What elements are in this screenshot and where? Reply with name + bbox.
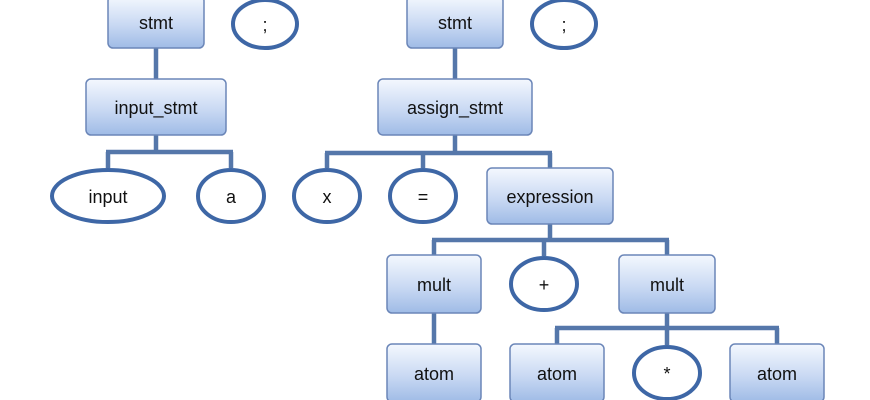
node-box [85,78,227,136]
node-label: expression [506,187,593,207]
node-label: stmt [438,13,472,33]
node-mult-2: mult [618,254,716,314]
node-box [386,343,482,400]
node-star: * [632,345,702,400]
node-label: x [323,187,332,207]
node-label: atom [757,364,797,384]
node-oval [50,168,166,224]
node-label: input [88,187,127,207]
node-oval [231,0,299,50]
node-assign-stmt: assign_stmt [377,78,533,136]
node-input-stmt: input_stmt [85,78,227,136]
node-label: + [539,275,550,295]
node-label: ; [561,15,566,35]
node-expression: expression [486,167,614,225]
node-box [509,343,605,400]
node-stmt-2: stmt [406,0,504,49]
node-label: assign_stmt [407,98,503,119]
node-box [406,0,504,49]
node-x: x [292,168,362,224]
node-box [729,343,825,400]
node-label: ; [262,15,267,35]
node-oval [388,168,458,224]
node-oval [292,168,362,224]
node-a: a [196,168,266,224]
node-label: mult [417,275,451,295]
node-label: atom [537,364,577,384]
node-mult-1: mult [386,254,482,314]
node-box [618,254,716,314]
node-atom-3: atom [729,343,825,400]
node-input-kw: input [50,168,166,224]
node-semicolon-2: ; [530,0,598,50]
node-oval [196,168,266,224]
node-stmt-1: stmt [107,0,205,49]
node-label: mult [650,275,684,295]
node-box [486,167,614,225]
node-label: = [418,187,429,207]
node-label: a [226,187,237,207]
node-atom-1: atom [386,343,482,400]
node-box [107,0,205,49]
node-label: input_stmt [114,98,197,119]
node-equals: = [388,168,458,224]
node-oval [530,0,598,50]
node-semicolon-1: ; [231,0,299,50]
node-oval [509,256,579,312]
node-oval [632,345,702,400]
node-box [386,254,482,314]
node-label: stmt [139,13,173,33]
node-atom-2: atom [509,343,605,400]
node-label: atom [414,364,454,384]
tree-connectors [105,48,780,345]
node-box [377,78,533,136]
node-plus: + [509,256,579,312]
node-label: * [663,364,670,384]
